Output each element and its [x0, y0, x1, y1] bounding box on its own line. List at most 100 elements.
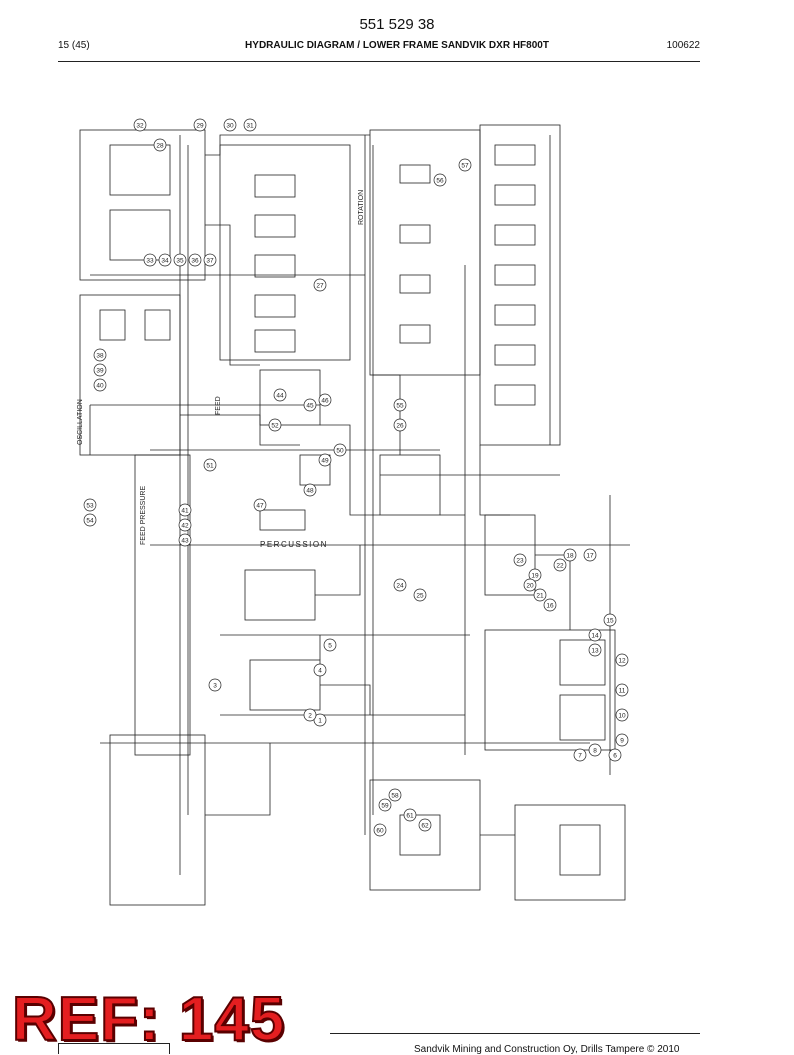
- callout-number: 50: [336, 447, 344, 454]
- callout-number: 1: [318, 717, 322, 724]
- callout-number: 14: [591, 632, 599, 639]
- callout-bubble: [588, 643, 602, 657]
- callout-number: 8: [593, 747, 597, 754]
- callout-number: 34: [161, 257, 169, 264]
- callout-number: 57: [461, 162, 469, 169]
- callout-bubble: [588, 743, 602, 757]
- callout-bubble: [188, 253, 202, 267]
- callout-bubble: [373, 823, 387, 837]
- callout-bubble: [583, 548, 597, 562]
- callout-number: 27: [316, 282, 324, 289]
- callout-number: 25: [416, 592, 424, 599]
- callout-bubble: [403, 808, 417, 822]
- callout-bubble: [603, 613, 617, 627]
- callout-number: 20: [526, 582, 534, 589]
- callout-number: 10: [618, 712, 626, 719]
- callout-bubble: [318, 453, 332, 467]
- callout-bubble: [563, 548, 577, 562]
- callout-number: 5: [328, 642, 332, 649]
- callout-bubble: [203, 458, 217, 472]
- callout-number: 58: [391, 792, 399, 799]
- callout-bubble: [158, 253, 172, 267]
- callout-number: 49: [321, 457, 329, 464]
- callout-number: 52: [271, 422, 279, 429]
- percussion-label: PERCUSSION: [260, 540, 328, 549]
- callout-bubble: [378, 798, 392, 812]
- callout-number: 28: [156, 142, 164, 149]
- callout-number: 2: [308, 712, 312, 719]
- callout-bubble: [333, 443, 347, 457]
- callout-number: 21: [536, 592, 544, 599]
- callout-bubble: [313, 278, 327, 292]
- callout-bubble: [608, 748, 622, 762]
- doc-title: HYDRAULIC DIAGRAM / LOWER FRAME SANDVIK …: [245, 40, 549, 51]
- callout-bubble: [393, 418, 407, 432]
- callout-bubble: [178, 503, 192, 517]
- callout-bubble: [93, 363, 107, 377]
- callout-bubble: [543, 598, 557, 612]
- callout-bubble: [193, 118, 207, 132]
- callout-number: 17: [586, 552, 594, 559]
- callout-number: 32: [136, 122, 144, 129]
- callout-bubble: [388, 788, 402, 802]
- footer-company: Sandvik Mining and Construction Oy, Dril…: [414, 1044, 680, 1055]
- callout-bubble: [273, 388, 287, 402]
- callout-bubble: [173, 253, 187, 267]
- callout-bubble: [243, 118, 257, 132]
- footer-divider: [330, 1033, 700, 1034]
- feed-label: FEED: [215, 396, 222, 415]
- callout-number: 41: [181, 507, 189, 514]
- hydraulic-diagram: 1234567891011121314151617181920212223242…: [77, 118, 630, 906]
- callout-number: 19: [531, 572, 539, 579]
- callout-number: 46: [321, 397, 329, 404]
- callout-number: 48: [306, 487, 314, 494]
- callout-bubble: [303, 708, 317, 722]
- callout-bubble: [433, 173, 447, 187]
- callout-number: 61: [406, 812, 414, 819]
- callout-bubble: [268, 418, 282, 432]
- callout-number: 7: [578, 752, 582, 759]
- callout-number: 44: [276, 392, 284, 399]
- callout-number: 35: [176, 257, 184, 264]
- callout-bubble: [318, 393, 332, 407]
- callout-number: 29: [196, 122, 204, 129]
- callout-bubble: [153, 138, 167, 152]
- callout-number: 9: [620, 737, 624, 744]
- callout-bubble: [528, 568, 542, 582]
- callout-number: 13: [591, 647, 599, 654]
- footer-logo: [58, 1043, 170, 1054]
- callout-bubble: [253, 498, 267, 512]
- callout-number: 51: [206, 462, 214, 469]
- callout-number: 23: [516, 557, 524, 564]
- callout-number: 53: [86, 502, 94, 509]
- callout-number: 3: [213, 682, 217, 689]
- callout-bubble: [203, 253, 217, 267]
- callout-bubble: [588, 628, 602, 642]
- callout-bubble: [303, 483, 317, 497]
- callout-bubble: [208, 678, 222, 692]
- callout-bubble: [615, 733, 629, 747]
- callout-number: 11: [619, 687, 626, 694]
- callout-bubble: [393, 578, 407, 592]
- callout-number: 59: [381, 802, 389, 809]
- callout-bubble: [533, 588, 547, 602]
- callout-bubble: [93, 378, 107, 392]
- callout-bubble: [178, 518, 192, 532]
- header-divider: [58, 61, 700, 62]
- callout-bubble: [313, 713, 327, 727]
- callout-bubble: [83, 513, 97, 527]
- callout-bubble: [513, 553, 527, 567]
- feed-pressure-label: FEED PRESSURE: [140, 486, 147, 545]
- callout-number: 40: [96, 382, 104, 389]
- callout-number: 56: [436, 177, 444, 184]
- callout-number: 26: [396, 422, 404, 429]
- rotation-label: ROTATION: [358, 190, 365, 225]
- callout-bubble: [615, 683, 629, 697]
- callout-bubble: [573, 748, 587, 762]
- callout-number: 43: [181, 537, 189, 544]
- callout-bubble: [133, 118, 147, 132]
- callout-number: 42: [181, 522, 189, 529]
- callout-bubble: [413, 588, 427, 602]
- callout-bubble: [615, 653, 629, 667]
- doc-date: 100622: [666, 40, 700, 51]
